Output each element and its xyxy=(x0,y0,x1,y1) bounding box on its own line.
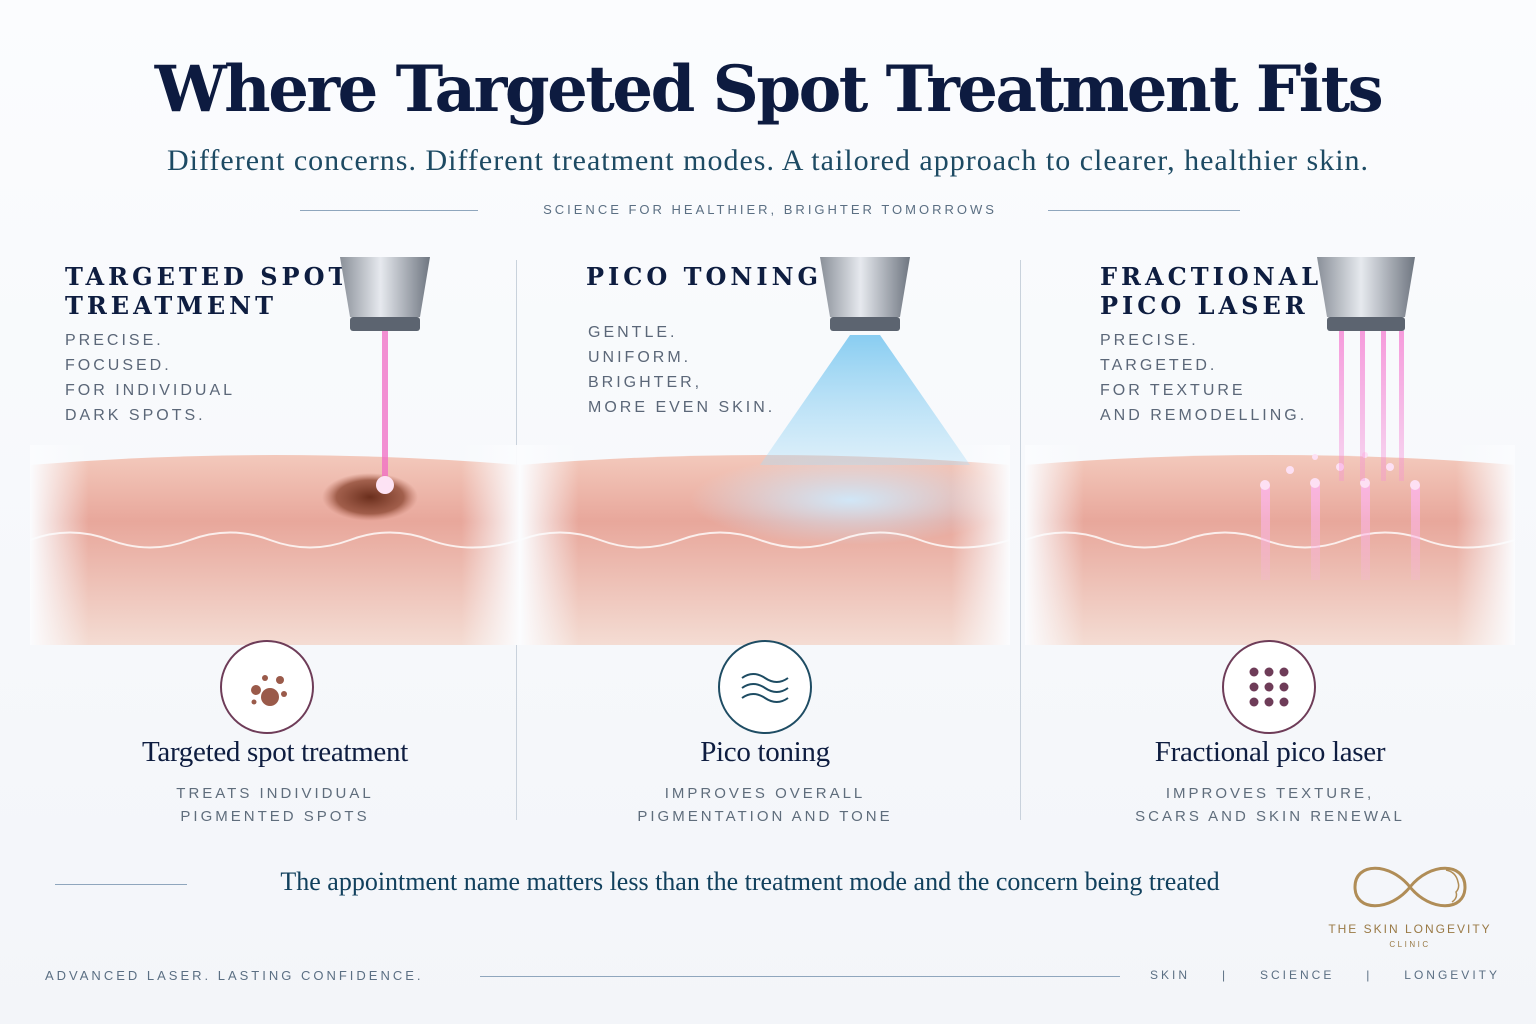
clinic-logo: THE SKIN LONGEVITY CLINIC xyxy=(1300,852,1520,962)
laser-handpiece-icon xyxy=(1317,257,1415,481)
footer-separator: | xyxy=(1366,968,1373,982)
footer-pillars: SKIN | SCIENCE | LONGEVITY xyxy=(1150,968,1500,982)
tagline-rule-right xyxy=(1048,210,1240,211)
panel-targeted-spot: TARGETED SPOT TREATMENT PRECISE.FOCUSED.… xyxy=(30,250,520,840)
tagline: SCIENCE FOR HEALTHIER, BRIGHTER TOMORROW… xyxy=(543,202,997,217)
footer-slogan: ADVANCED LASER. LASTING CONFIDENCE. xyxy=(45,968,424,983)
footer-pillar: SKIN xyxy=(1150,968,1191,982)
panel-label: Pico toning xyxy=(700,736,830,768)
skin-cross-section-illustration xyxy=(30,445,520,645)
laser-handpiece-icon xyxy=(760,257,970,465)
footer-rule xyxy=(55,884,187,885)
panel-title: TARGETED SPOT TREATMENT xyxy=(65,262,351,320)
footer-pillar: LONGEVITY xyxy=(1404,968,1500,982)
logo-subtitle: CLINIC xyxy=(1389,940,1431,949)
panel-label: Fractional pico laser xyxy=(1154,736,1386,768)
skin-cross-section-illustration xyxy=(1025,445,1515,645)
tagline-rule-left xyxy=(300,210,478,211)
panel-description: GENTLE.UNIFORM.BRIGHTER,MORE EVEN SKIN. xyxy=(588,324,776,416)
panel-fractional-pico: FRACTIONAL PICO LASER PRECISE.TARGETED.F… xyxy=(1025,250,1515,840)
skin-cross-section-illustration xyxy=(520,445,1010,645)
panel-title: FRACTIONAL PICO LASER xyxy=(1100,262,1323,320)
logo-name: THE SKIN LONGEVITY xyxy=(1328,922,1492,936)
tagline-row: SCIENCE FOR HEALTHIER, BRIGHTER TOMORROW… xyxy=(300,202,1240,220)
footer-rule xyxy=(480,976,1120,977)
pigment-dots-icon xyxy=(220,640,314,734)
dot-grid-icon xyxy=(1222,640,1316,734)
panel-pico-toning: PICO TONING GENTLE.UNIFORM.BRIGHTER,MORE… xyxy=(520,250,1010,840)
page-title: Where Targeted Spot Treatment Fits xyxy=(154,52,1384,127)
panel-label: Targeted spot treatment xyxy=(142,736,408,768)
footer-message: The appointment name matters less than t… xyxy=(280,867,1220,896)
page-subtitle: Different concerns. Different treatment … xyxy=(166,144,1370,177)
panel-title: PICO TONING xyxy=(586,262,822,291)
footer-pillar: SCIENCE xyxy=(1259,968,1335,982)
footer-separator: | xyxy=(1221,968,1229,982)
infinity-face-logo-icon xyxy=(1353,866,1467,908)
laser-handpiece-icon xyxy=(340,257,430,494)
waves-icon xyxy=(718,640,812,734)
panel-divider xyxy=(1020,260,1021,820)
panel-note: IMPROVES TEXTURE,SCARS AND SKIN RENEWAL xyxy=(1135,785,1405,825)
